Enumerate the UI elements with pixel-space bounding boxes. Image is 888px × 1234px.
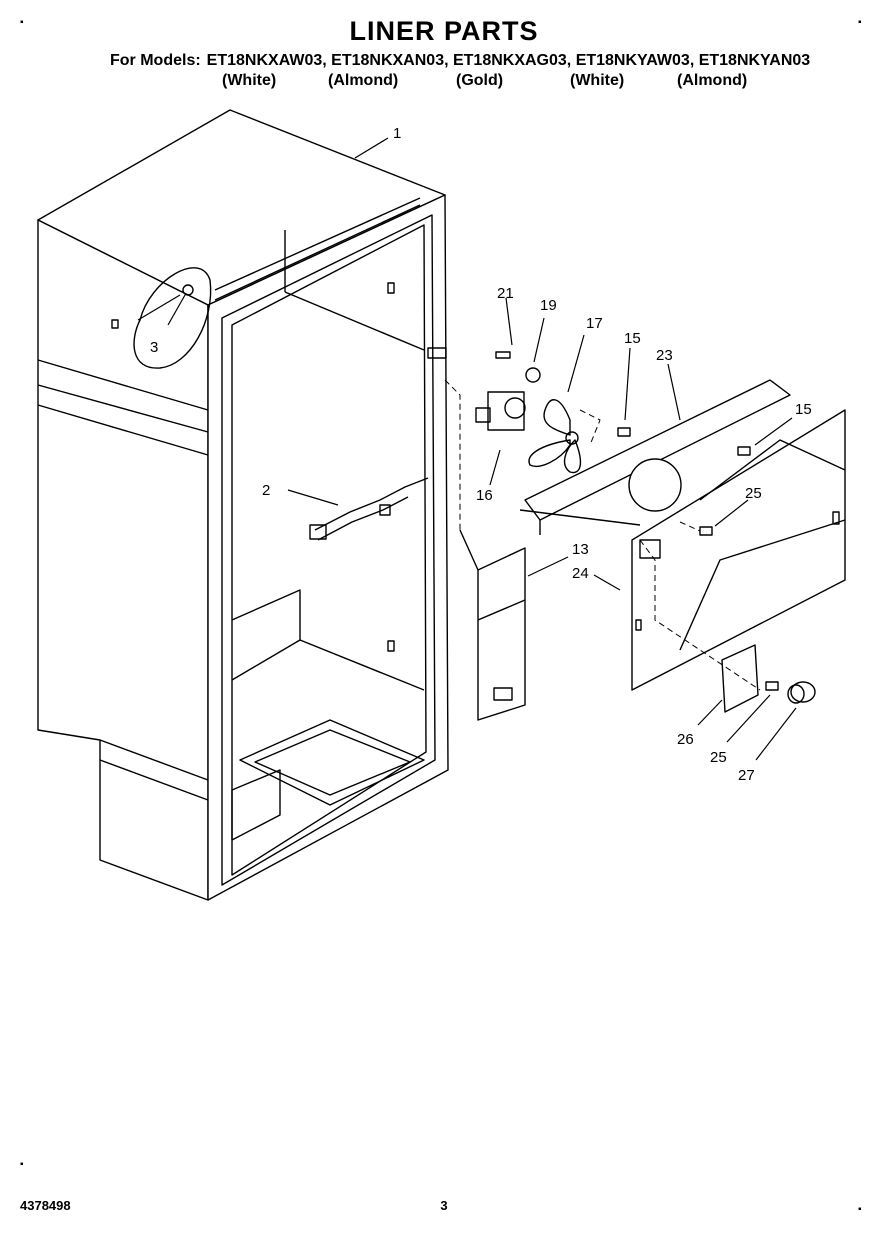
evaporator-cover-part-24 <box>631 409 846 691</box>
wire-harness-part-2 <box>309 477 429 541</box>
callout-2: 2 <box>262 482 270 499</box>
color-almond-2: (Almond) <box>677 72 748 89</box>
liner-cabinet-part-1 <box>37 109 449 901</box>
fan-shroud-part-23 <box>519 379 791 535</box>
callout-17: 17 <box>586 315 603 332</box>
screw-part-15-a <box>617 427 631 437</box>
corner-mark-top-left: ▪ <box>20 17 24 28</box>
screw-part-25-b <box>765 681 779 691</box>
callout-26: 26 <box>677 731 694 748</box>
corner-mark-bottom-right: ▪ <box>858 1204 862 1215</box>
plate-part-26 <box>721 644 759 713</box>
air-duct-part-13 <box>459 529 526 721</box>
callout-21: 21 <box>497 285 514 302</box>
callout-numbers: 1 3 2 21 19 17 15 23 15 16 25 13 24 26 2… <box>150 125 812 784</box>
callout-19: 19 <box>540 297 557 314</box>
model-colors: (White) (Almond) (Gold) (White) (Almond) <box>0 72 888 94</box>
callout-15-a: 15 <box>624 330 641 347</box>
color-gold: (Gold) <box>456 72 504 89</box>
document-number: 4378498 <box>20 1198 71 1213</box>
grommet-part-19 <box>525 367 541 383</box>
corner-mark-bottom-left: ▪ <box>20 1159 24 1170</box>
callout-25-a: 25 <box>745 485 762 502</box>
screw-part-21 <box>495 351 511 359</box>
callout-1: 1 <box>393 125 401 142</box>
callout-16: 16 <box>476 487 493 504</box>
callout-27: 27 <box>738 767 755 784</box>
callout-24: 24 <box>572 565 589 582</box>
color-almond-1: (Almond) <box>328 72 399 89</box>
fan-blade-part-17 <box>528 399 582 474</box>
color-white-1: (White) <box>222 72 277 89</box>
models-prefix: For Models: <box>110 52 201 69</box>
corner-mark-top-right: ▪ <box>858 17 862 28</box>
page-title: LINER PARTS <box>349 16 539 46</box>
color-white-2: (White) <box>570 72 625 89</box>
callout-25-b: 25 <box>710 749 727 766</box>
models-numbers: ET18NKXAW03, ET18NKXAN03, ET18NKXAG03, E… <box>206 52 811 69</box>
page-number: 3 <box>440 1198 448 1213</box>
callout-13: 13 <box>572 541 589 558</box>
fan-motor-part-16 <box>475 391 526 431</box>
callout-23: 23 <box>656 347 673 364</box>
model-list: For Models: ET18NKXAW03, ET18NKXAN03, ET1… <box>110 52 810 70</box>
screw-part-15-b <box>737 446 751 456</box>
knob-part-27 <box>787 681 816 704</box>
callout-3: 3 <box>150 339 158 356</box>
callout-15-b: 15 <box>795 401 812 418</box>
